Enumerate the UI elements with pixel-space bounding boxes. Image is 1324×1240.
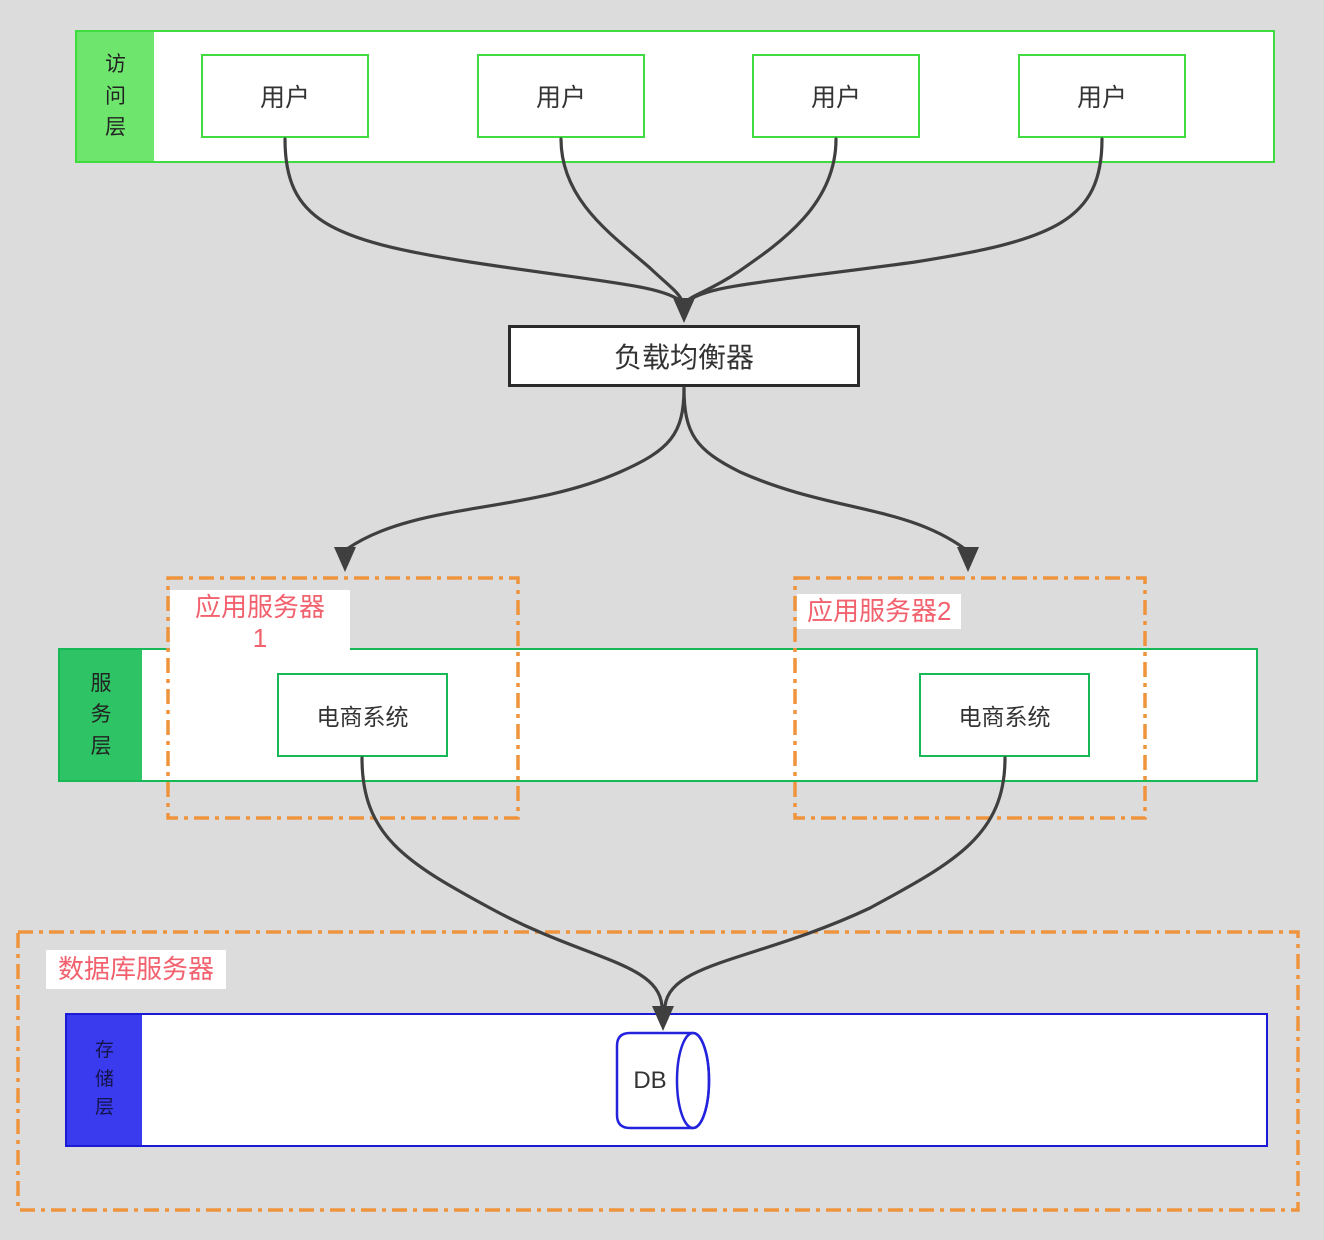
arrow-user4-to-loadbalancer (684, 137, 1104, 305)
load-balancer-node: 负载均衡器 (508, 325, 860, 387)
user-node-2-label: 用户 (535, 84, 586, 112)
service-layer-label: 服务层 (90, 671, 112, 758)
user-node-4: 用户 (1018, 54, 1186, 138)
app-server-group-1-label: 应用服务器 1 (170, 590, 350, 657)
arrowhead-into-appserver2 (957, 547, 979, 572)
arrow-ecommerce2-to-db (663, 756, 1007, 1008)
user-node-1: 用户 (201, 54, 369, 138)
ecommerce-system-2-label: 电商系统 (958, 704, 1051, 730)
app-server-group-2-name: 应用服务器2 (807, 596, 952, 626)
arrow-loadbalancer-to-appserver2 (682, 386, 967, 551)
user-node-4-label: 用户 (1076, 84, 1127, 112)
ecommerce-system-node-2: 电商系统 (919, 673, 1090, 757)
arrow-ecommerce1-to-db (360, 756, 664, 1008)
access-layer-label: 访问层 (105, 53, 126, 140)
load-balancer-label: 负载均衡器 (613, 342, 754, 373)
storage-layer-label: 存储层 (94, 1040, 114, 1119)
app-server-group-2-label: 应用服务器2 (797, 594, 962, 630)
database-server-group-label: 数据库服务器 (46, 950, 227, 990)
arrow-user1-to-loadbalancer (283, 137, 685, 305)
ecommerce-system-node-1: 电商系统 (277, 673, 448, 757)
storage-layer-label-block: 存储层 (67, 1015, 142, 1145)
arrow-user3-to-loadbalancer (683, 137, 838, 305)
database-server-group-name: 数据库服务器 (58, 954, 215, 984)
arrow-loadbalancer-to-appserver1 (345, 386, 686, 551)
app-server-group-1-number: 1 (252, 623, 268, 654)
ecommerce-system-1-label: 电商系统 (316, 704, 409, 730)
service-layer-label-block: 服务层 (60, 650, 142, 780)
arrowhead-into-appserver1 (334, 547, 356, 572)
user-node-2: 用户 (477, 54, 645, 138)
access-layer-label-block: 访问层 (77, 32, 154, 161)
user-node-1-label: 用户 (259, 84, 310, 112)
user-node-3: 用户 (752, 54, 920, 138)
user-node-3-label: 用户 (810, 84, 861, 112)
database-label: DB (633, 1066, 667, 1094)
app-server-group-1-name: 应用服务器 (194, 592, 325, 622)
arrow-user2-to-loadbalancer (559, 137, 685, 305)
arrowhead-into-loadbalancer (673, 298, 695, 323)
